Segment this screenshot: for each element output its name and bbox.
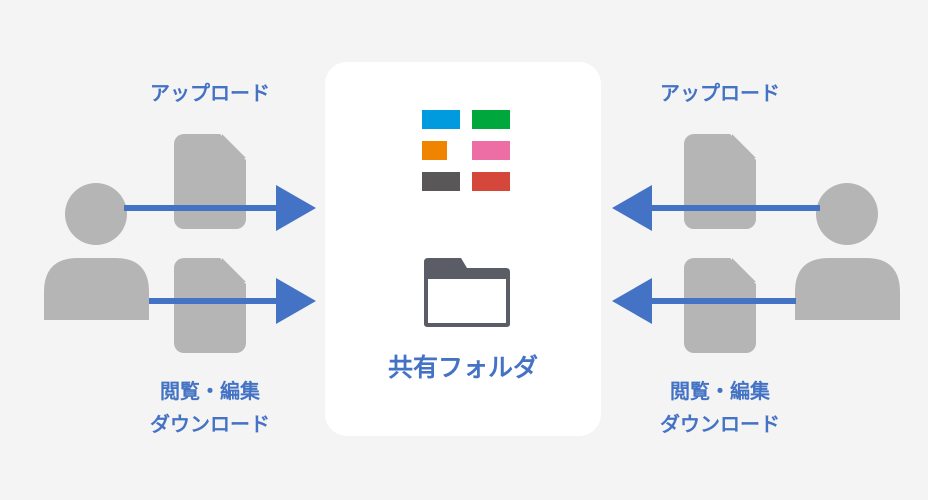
app-logo-icon xyxy=(422,110,510,191)
folder-icon xyxy=(424,258,510,327)
download-arrow-left xyxy=(149,278,316,324)
document-icon-right-bottom xyxy=(684,252,762,353)
upload-arrow-right xyxy=(612,185,820,231)
left-upload-label: アップロード xyxy=(150,81,270,105)
user-icon-left xyxy=(44,183,149,320)
document-icon-left-bottom xyxy=(174,252,252,353)
document-icon-left-top xyxy=(174,128,252,229)
left-view-edit-label: 閲覧・編集 xyxy=(160,379,260,403)
upload-arrow-left xyxy=(124,185,316,231)
right-download-label: ダウンロード xyxy=(660,412,780,436)
right-view-edit-label: 閲覧・編集 xyxy=(670,379,770,403)
download-arrow-right xyxy=(612,278,796,324)
user-icon-right xyxy=(795,183,900,320)
document-icon-right-top xyxy=(684,128,762,229)
right-upload-label: アップロード xyxy=(660,81,780,105)
left-download-label: ダウンロード xyxy=(150,412,270,436)
shared-folder-card xyxy=(325,62,601,436)
shared-folder-title: 共有フォルダ xyxy=(387,353,538,382)
